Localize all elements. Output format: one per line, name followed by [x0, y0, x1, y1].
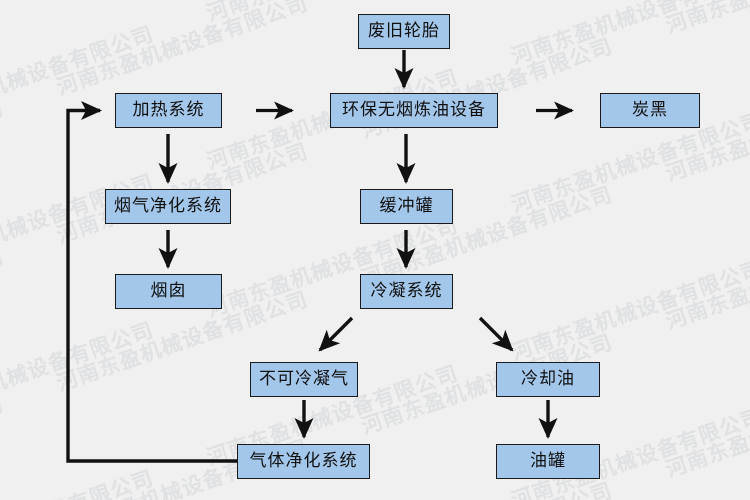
node-buffer-tank[interactable]: 缓冲罐 — [360, 189, 453, 224]
watermark-row: 河南东盈机械设备有限公司河南东盈机械设备有限公司河南东盈机械设备有限公司河南东盈… — [0, 373, 750, 500]
watermark-text: 河南东盈机械设备有限公司 — [0, 95, 7, 205]
node-label: 油罐 — [530, 451, 566, 471]
node-label: 气体净化系统 — [249, 451, 358, 471]
node-carbon-black[interactable]: 炭黑 — [600, 93, 700, 128]
node-label: 缓冲罐 — [379, 196, 434, 216]
watermark-text: 河南东盈机械设备有限公司 — [0, 317, 157, 427]
node-label: 炭黑 — [632, 100, 668, 120]
node-pyrolysis-equipment[interactable]: 环保无烟炼油设备 — [330, 93, 498, 128]
node-oil-tank[interactable]: 油罐 — [496, 444, 600, 479]
node-gas-purification[interactable]: 气体净化系统 — [237, 444, 370, 479]
watermark-text: 河南东盈机械设备有限公司 — [508, 256, 750, 365]
node-cooling-oil[interactable]: 冷却油 — [496, 362, 600, 397]
watermark-row: 河南东盈机械设备有限公司河南东盈机械设备有限公司河南东盈机械设备有限公司河南东盈… — [0, 71, 750, 470]
node-label: 不可冷凝气 — [259, 369, 349, 389]
watermark-text: 河南东盈机械设备有限公司 — [662, 77, 750, 186]
node-label: 加热系统 — [132, 100, 205, 120]
watermark-row: 河南东盈机械设备有限公司河南东盈机械设备有限公司河南东盈机械设备有限公司河南东盈… — [0, 219, 750, 500]
watermark-text: 河南东盈机械设备有限公司 — [53, 0, 312, 100]
node-chimney[interactable]: 烟囱 — [115, 274, 222, 309]
node-label: 废旧轮胎 — [368, 21, 440, 41]
watermark-text: 河南东盈机械设备有限公司 — [0, 391, 7, 500]
node-condensing-system[interactable]: 冷凝系统 — [360, 274, 453, 309]
watermark-text: 河南东盈机械设备有限公司 — [0, 462, 157, 500]
connector-condensing-to-non-condensable — [318, 316, 354, 352]
watermark-text: 河南东盈机械设备有限公司 — [662, 225, 750, 334]
node-label: 环保无烟炼油设备 — [342, 100, 486, 120]
node-heating-system[interactable]: 加热系统 — [115, 93, 222, 128]
node-label: 冷却油 — [521, 369, 575, 389]
node-label: 烟气净化系统 — [114, 196, 222, 216]
watermark-text: 河南东盈机械设备有限公司 — [662, 373, 750, 482]
node-flue-gas-purification[interactable]: 烟气净化系统 — [105, 189, 231, 224]
connector-condensing-to-cooling-oil — [478, 316, 514, 352]
watermark-text: 河南东盈机械设备有限公司 — [0, 243, 7, 353]
node-waste-tyre[interactable]: 废旧轮胎 — [358, 14, 450, 49]
node-non-condensable-gas[interactable]: 不可冷凝气 — [250, 362, 358, 397]
watermark-text: 河南东盈机械设备有限公司 — [661, 0, 750, 40]
watermark-text: 河南东盈机械设备有限公司 — [0, 0, 7, 57]
node-label: 烟囱 — [150, 281, 187, 301]
node-label: 冷凝系统 — [370, 281, 443, 301]
watermark-row: 河南东盈机械设备有限公司河南东盈机械设备有限公司河南东盈机械设备有限公司河南东盈… — [0, 367, 750, 500]
watermark-text: 河南东盈机械设备有限公司 — [508, 0, 750, 69]
